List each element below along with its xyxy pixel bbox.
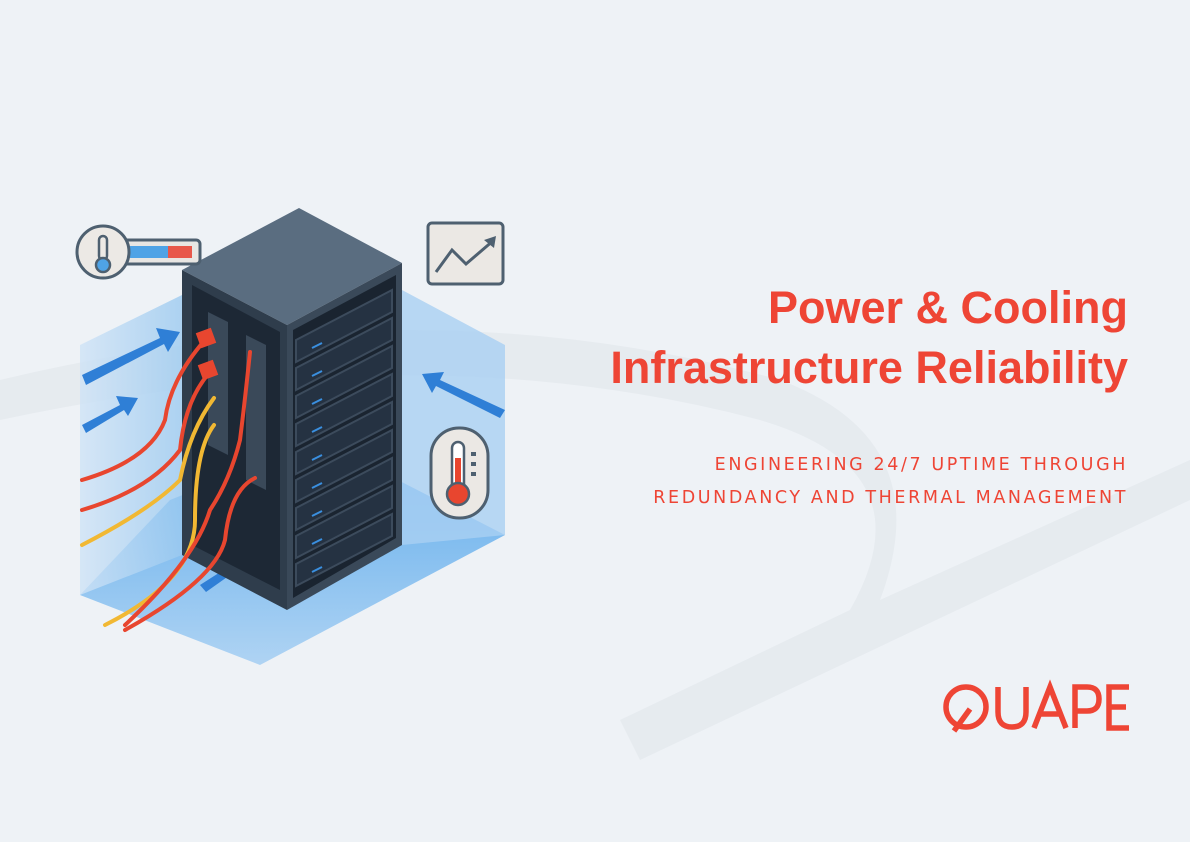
thermometer-gauge-icon xyxy=(75,224,202,280)
quape-logo-mark xyxy=(943,679,1129,733)
server-rack-icon xyxy=(182,208,402,610)
page-title: Power & Cooling Infrastructure Reliabili… xyxy=(610,278,1128,398)
subtitle: ENGINEERING 24/7 UPTIME THROUGH REDUNDAN… xyxy=(653,449,1128,515)
power-cables xyxy=(80,338,257,632)
title-line-1: Power & Cooling xyxy=(768,282,1128,333)
title-line-2: Infrastructure Reliability xyxy=(610,342,1128,393)
trend-chart-icon xyxy=(426,221,505,286)
subtitle-line-1: ENGINEERING 24/7 UPTIME THROUGH xyxy=(714,455,1128,475)
server-rack-illustration xyxy=(75,208,505,665)
subtitle-line-2: REDUNDANCY AND THERMAL MANAGEMENT xyxy=(653,488,1128,508)
thermometer-icon xyxy=(429,426,490,520)
quape-logo: QUAPE xyxy=(942,676,1132,741)
